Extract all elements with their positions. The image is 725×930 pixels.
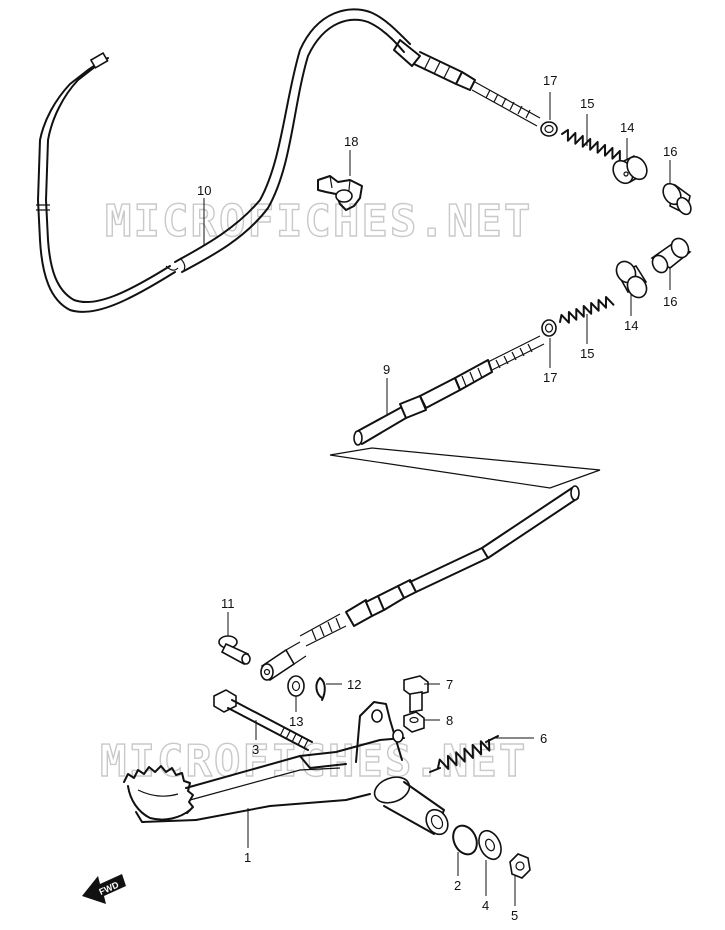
callout-2: 2 xyxy=(454,878,461,893)
washer-4 xyxy=(478,829,502,861)
callout-9: 9 xyxy=(383,362,390,377)
callout-6: 6 xyxy=(540,731,547,746)
clevis-pin xyxy=(218,635,251,666)
pivot-sleeve-lower xyxy=(615,260,648,299)
callout-11: 11 xyxy=(221,596,235,611)
bolt-7 xyxy=(403,675,429,713)
callout-13: 13 xyxy=(289,714,303,729)
spring-lower xyxy=(559,295,615,324)
adjuster-nut-lower xyxy=(650,237,692,274)
nut-5 xyxy=(509,853,531,879)
adjuster-nut-upper xyxy=(662,182,692,216)
callout-15-lower: 15 xyxy=(580,346,594,361)
washer-upper xyxy=(540,121,558,137)
callout-15-upper: 15 xyxy=(580,96,594,111)
cotter-pin xyxy=(315,677,326,701)
callout-14-upper: 14 xyxy=(620,120,634,135)
washer-lower xyxy=(541,319,557,337)
callout-10: 10 xyxy=(197,183,211,198)
nut-8 xyxy=(403,711,425,733)
pivot-bolt xyxy=(213,689,313,751)
brake-cable-upper xyxy=(36,8,541,313)
washer-13 xyxy=(287,675,305,697)
callout-12: 12 xyxy=(347,677,361,692)
watermark-top: MICROFICHES.NET xyxy=(105,196,532,247)
callout-labels: 10 18 17 15 14 16 16 14 15 17 9 11 12 13… xyxy=(197,73,677,923)
brake-cable-lower xyxy=(260,335,601,682)
brake-pedal xyxy=(123,701,449,836)
callout-7: 7 xyxy=(446,677,453,692)
callout-4: 4 xyxy=(482,898,489,913)
callout-1: 1 xyxy=(244,850,251,865)
callout-16-lower: 16 xyxy=(663,294,677,309)
callout-14-lower: 14 xyxy=(624,318,638,333)
cable-clamp xyxy=(317,175,363,211)
return-spring xyxy=(429,735,499,773)
callout-5: 5 xyxy=(511,908,518,923)
pivot-sleeve-upper xyxy=(612,154,648,185)
watermark-bottom: MICROFICHES.NET xyxy=(100,736,527,787)
forward-arrow-icon: FWD xyxy=(82,874,126,904)
forward-label: FWD xyxy=(97,879,120,897)
leader-lines xyxy=(203,92,671,906)
callout-17-upper: 17 xyxy=(543,73,557,88)
callout-17-lower: 17 xyxy=(543,370,557,385)
callout-3: 3 xyxy=(252,742,259,757)
callout-8: 8 xyxy=(446,713,453,728)
spring-upper xyxy=(561,128,621,163)
o-ring xyxy=(452,824,478,856)
callout-16-upper: 16 xyxy=(663,144,677,159)
callout-18: 18 xyxy=(344,134,358,149)
